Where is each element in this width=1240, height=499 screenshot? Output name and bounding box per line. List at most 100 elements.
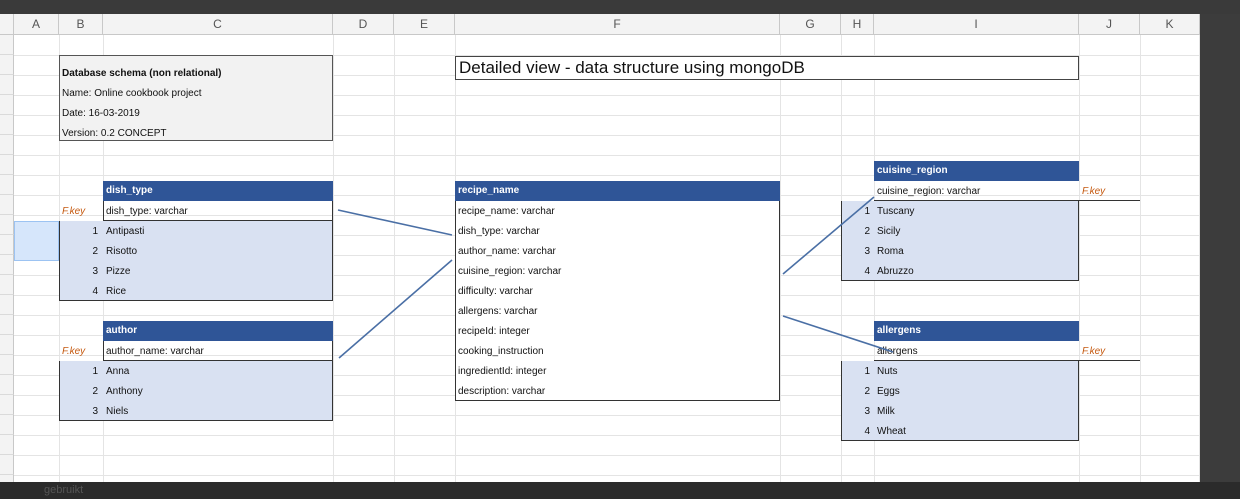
grid-row-line [14,175,1200,176]
column-header-a[interactable]: A [14,14,59,35]
cuisine-region-item-number: 2 [864,226,870,237]
row-header[interactable] [0,195,14,215]
allergens-field: allergens [877,346,918,357]
column-header-e[interactable]: E [394,14,455,35]
author-field-box [103,341,333,361]
recipe-field: recipeId: integer [458,326,530,337]
cuisine-region-header: cuisine_region [874,161,1079,181]
cuisine-region-fkey: F.key [1082,186,1106,197]
dish-type-item-value: Pizze [106,266,131,277]
row-header[interactable] [0,395,14,415]
author-field: author_name: varchar [106,346,204,357]
connector-cuisine-region [782,196,875,275]
recipe-field: dish_type: varchar [458,226,540,237]
row-header[interactable] [0,175,14,195]
dish-type-field-box [103,201,333,221]
cuisine-region-field: cuisine_region: varchar [877,186,981,197]
recipe-field: author_name: varchar [458,246,556,257]
column-header-j[interactable]: J [1079,14,1140,35]
author-item-value: Niels [106,406,129,417]
right-panel-background [1200,14,1240,482]
page-heading: Detailed view - data structure using mon… [459,58,805,77]
footer-text: gebruikt [44,484,84,496]
recipe-field: difficulty: varchar [458,286,533,297]
dish-type-list [59,221,333,301]
info-name: Name: Online cookbook project [62,88,202,99]
dish-type-field: dish_type: varchar [106,206,188,217]
row-header[interactable] [0,155,14,175]
column-header-i[interactable]: I [874,14,1079,35]
author-list [59,361,333,421]
row-header[interactable] [0,355,14,375]
grid-row-line [14,135,1200,136]
row-header[interactable] [0,475,14,482]
connector-allergens [782,315,894,353]
select-all-corner[interactable] [0,14,14,35]
row-header[interactable] [0,255,14,275]
column-header-h[interactable]: H [841,14,874,35]
allergens-item-number: 4 [864,426,870,437]
grid-row-line [14,435,1200,436]
row-header[interactable] [0,95,14,115]
cuisine-region-list [841,201,1079,281]
dish-type-item-value: Antipasti [106,226,145,237]
author-item-value: Anthony [106,386,143,397]
row-header[interactable] [0,135,14,155]
grid-row-line [14,115,1200,116]
recipe-field: description: varchar [458,386,546,397]
row-header[interactable] [0,115,14,135]
allergens-list [841,361,1079,441]
cuisine-region-item-number: 3 [864,246,870,257]
cuisine-region-item-number: 4 [864,266,870,277]
row-header[interactable] [0,55,14,75]
grid-column-line [333,35,334,482]
info-version: Version: 0.2 CONCEPT [62,128,167,139]
grid-row-line [14,475,1200,476]
column-header-k[interactable]: K [1140,14,1200,35]
grid-row-line [14,415,1200,416]
selected-cells-highlight[interactable] [14,221,59,261]
allergens-item-value: Nuts [877,366,898,377]
row-header[interactable] [0,275,14,295]
spreadsheet-grid[interactable]: A B C D E F G H I J K Database schema (n… [0,14,1200,482]
author-item-value: Anna [106,366,130,377]
column-header-b[interactable]: B [59,14,103,35]
row-header[interactable] [0,35,14,55]
row-header[interactable] [0,415,14,435]
recipe-field: allergens: varchar [458,306,538,317]
recipe-field: recipe_name: varchar [458,206,555,217]
column-header-g[interactable]: G [780,14,841,35]
allergens-field-box [874,341,1140,361]
row-header[interactable] [0,375,14,395]
row-header[interactable] [0,235,14,255]
grid-column-line [780,35,781,482]
row-header[interactable] [0,335,14,355]
info-date: Date: 16-03-2019 [62,108,140,119]
cuisine-region-item-value: Roma [877,246,904,257]
allergens-item-number: 2 [864,386,870,397]
row-header[interactable] [0,435,14,455]
row-header[interactable] [0,315,14,335]
row-header[interactable] [0,295,14,315]
grid-row-line [14,155,1200,156]
cuisine-region-field-box [874,181,1140,201]
column-header-f[interactable]: F [455,14,780,35]
grid-column-line [394,35,395,482]
recipe-field: ingredientId: integer [458,366,547,377]
dish-type-item-number: 3 [92,266,98,277]
dish-type-item-value: Risotto [106,246,138,257]
connector-dish-type [337,209,453,236]
row-header[interactable] [0,455,14,475]
allergens-item-value: Milk [877,406,895,417]
allergens-header: allergens [874,321,1079,341]
recipe-fields-box [455,201,780,401]
cuisine-region-item-value: Sicily [877,226,901,237]
column-header-d[interactable]: D [333,14,394,35]
row-header[interactable] [0,75,14,95]
row-header[interactable] [0,215,14,235]
grid-row-line [14,455,1200,456]
cuisine-region-item-number: 1 [864,206,870,217]
column-header-c[interactable]: C [103,14,333,35]
cuisine-region-item-value: Tuscany [877,206,915,217]
info-box [59,55,333,141]
